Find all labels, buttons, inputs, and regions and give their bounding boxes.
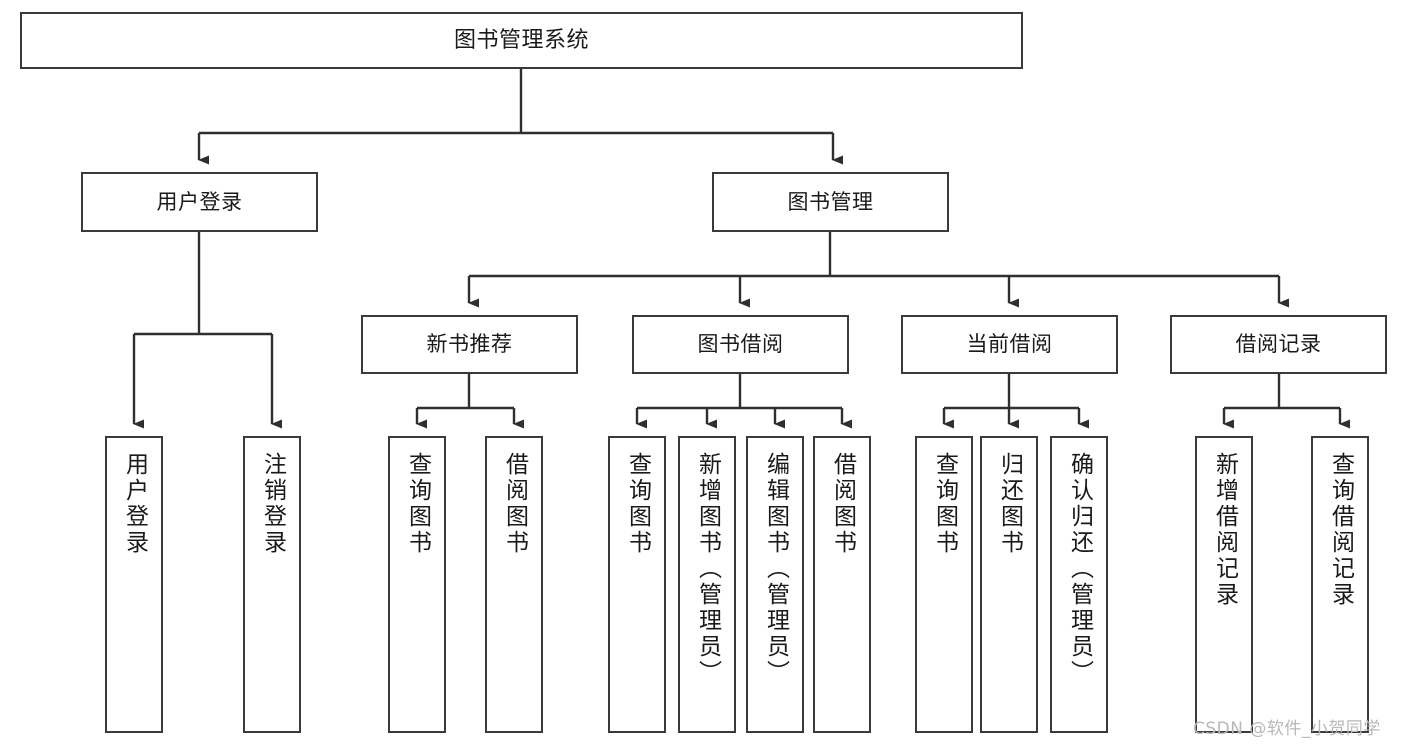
node-label: 归还图书 bbox=[996, 452, 1023, 556]
node-label: 编辑图书（管理员） bbox=[762, 452, 789, 686]
node-book-borrowing[interactable]: 图书借阅 bbox=[632, 315, 849, 374]
node-label: 确认归还（管理员） bbox=[1066, 452, 1093, 686]
node-current-borrowing[interactable]: 当前借阅 bbox=[901, 315, 1118, 374]
node-label: 新书推荐 bbox=[426, 332, 513, 357]
node-label: 新增图书（管理员） bbox=[694, 452, 721, 686]
leaf-query-book-current[interactable]: 查询图书 bbox=[915, 436, 973, 733]
leaf-logout[interactable]: 注销登录 bbox=[243, 436, 301, 733]
node-label: 查询借阅记录 bbox=[1327, 452, 1354, 608]
leaf-user-login[interactable]: 用户登录 bbox=[105, 436, 163, 733]
node-label: 用户登录 bbox=[121, 452, 148, 556]
leaf-return-book[interactable]: 归还图书 bbox=[980, 436, 1038, 733]
node-label: 图书管理系统 bbox=[453, 27, 589, 53]
node-label: 当前借阅 bbox=[966, 332, 1053, 357]
leaf-add-book-admin[interactable]: 新增图书（管理员） bbox=[678, 436, 736, 733]
leaf-edit-book-admin[interactable]: 编辑图书（管理员） bbox=[746, 436, 804, 733]
leaf-borrow-book[interactable]: 借阅图书 bbox=[813, 436, 871, 733]
node-label: 借阅记录 bbox=[1235, 332, 1322, 357]
node-label: 查询图书 bbox=[624, 452, 651, 556]
node-label: 图书借阅 bbox=[697, 332, 784, 357]
node-label: 图书管理 bbox=[787, 189, 874, 214]
node-book-management[interactable]: 图书管理 bbox=[712, 172, 949, 232]
leaf-query-book-borrow[interactable]: 查询图书 bbox=[608, 436, 666, 733]
leaf-confirm-return-admin[interactable]: 确认归还（管理员） bbox=[1050, 436, 1108, 733]
leaf-query-book-recommend[interactable]: 查询图书 bbox=[388, 436, 446, 733]
leaf-add-borrow-record[interactable]: 新增借阅记录 bbox=[1195, 436, 1253, 733]
node-label: 新增借阅记录 bbox=[1211, 452, 1238, 608]
leaf-query-borrow-record[interactable]: 查询借阅记录 bbox=[1311, 436, 1369, 733]
node-label: 借阅图书 bbox=[501, 452, 528, 556]
node-new-book-recommendation[interactable]: 新书推荐 bbox=[361, 315, 578, 374]
node-user-login[interactable]: 用户登录 bbox=[81, 172, 318, 232]
node-label: 查询图书 bbox=[931, 452, 958, 556]
node-label: 借阅图书 bbox=[829, 452, 856, 556]
leaf-borrow-book-recommend[interactable]: 借阅图书 bbox=[485, 436, 543, 733]
node-borrowing-records[interactable]: 借阅记录 bbox=[1170, 315, 1387, 374]
node-label: 查询图书 bbox=[404, 452, 431, 556]
node-root-book-management-system[interactable]: 图书管理系统 bbox=[20, 12, 1023, 69]
node-label: 用户登录 bbox=[156, 189, 243, 214]
node-label: 注销登录 bbox=[259, 452, 286, 556]
